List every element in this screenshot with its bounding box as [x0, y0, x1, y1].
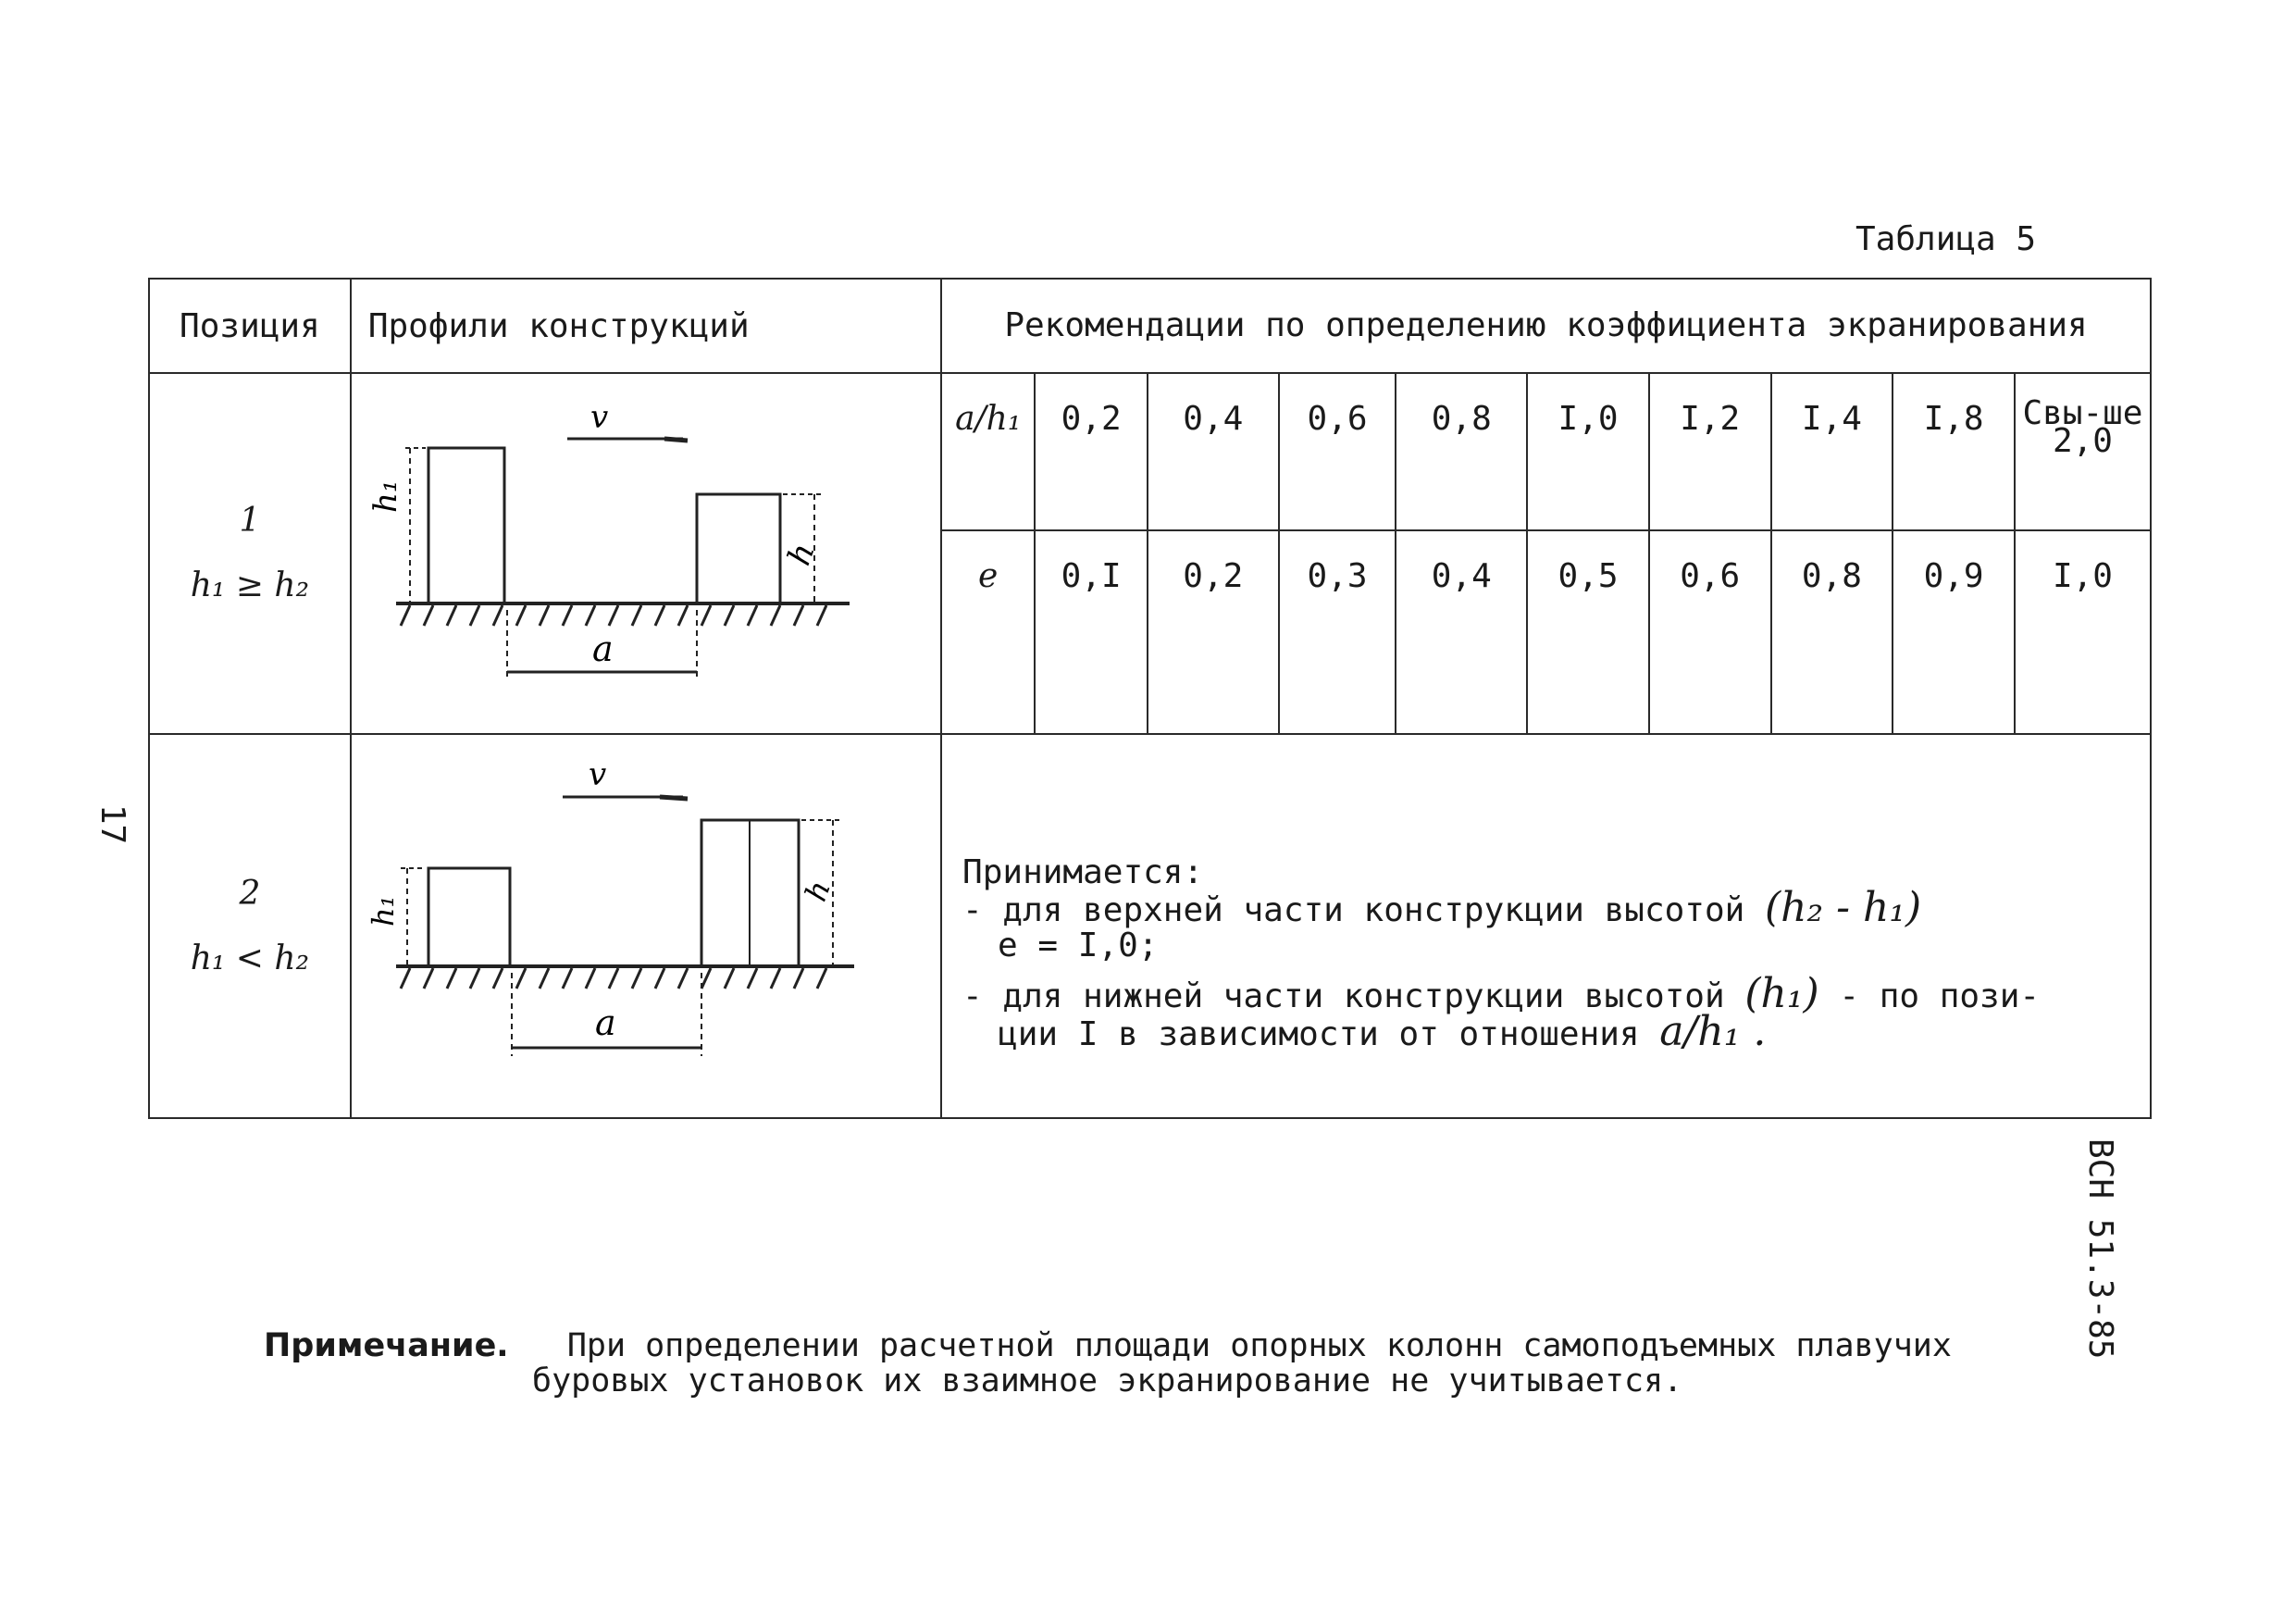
- coef-value: 0,3: [1277, 529, 1397, 735]
- rule-1: - для верхней части конструкции высотой …: [962, 888, 2149, 929]
- note-line-1: При определении расчетной площади опорны…: [566, 1327, 1952, 1364]
- coef-value: 0,5: [1526, 529, 1650, 735]
- a-label-2: a: [595, 1002, 616, 1043]
- row1-condition: h₁ ≥ h₂: [190, 566, 310, 604]
- ratio-value: 0,8: [1395, 372, 1529, 531]
- row2-condition: h₁ < h₂: [190, 939, 310, 977]
- h1-label-2: h₁: [368, 896, 401, 927]
- coef-value: 0,I: [1034, 529, 1148, 735]
- row2-position-number: 2: [239, 874, 261, 913]
- page-number: 17: [93, 803, 132, 845]
- h2-label-1: h: [781, 538, 823, 569]
- rule-1-value: e = I,0;: [998, 927, 1159, 964]
- coef-value: 0,9: [1892, 529, 2016, 735]
- table-title: Таблица 5: [1855, 220, 2037, 258]
- rule-2: - для нижней части конструкции высотой (…: [962, 974, 2149, 1015]
- rule-1-text: - для верхней части конструкции высотой: [962, 891, 1745, 929]
- row2-profile-diagram: v: [349, 733, 943, 1119]
- document-code: ВСН 51.3-85: [2081, 1138, 2119, 1360]
- velocity-label-2: v: [589, 756, 606, 793]
- ratio-value: 0,4: [1146, 372, 1280, 531]
- coef-label: e: [940, 529, 1036, 735]
- rule-intro: Принимается:: [962, 853, 1204, 891]
- header-recommendations: Рекомендации по определению коэффициента…: [940, 278, 2152, 374]
- rule-2-ratio: a/h₁ .: [1659, 1008, 1767, 1055]
- coef-value: I,0: [2013, 529, 2153, 735]
- a-label-1: a: [592, 628, 614, 669]
- row1-profile-diagram: v: [349, 372, 943, 735]
- velocity-label-1: v: [590, 399, 608, 436]
- ratio-value: I,4: [1769, 372, 1894, 531]
- coef-value: 0,4: [1395, 529, 1529, 735]
- rule-2-text: - для нижней части конструкции высотой: [962, 977, 1725, 1015]
- coef-value: 0,2: [1146, 529, 1280, 735]
- profile-diagram-1: v: [367, 399, 850, 679]
- ratio-value: I,8: [1892, 372, 2016, 531]
- h2-label-2: h: [798, 876, 838, 905]
- row1-position-number: 1: [239, 502, 261, 540]
- footnote: Примечание. При определении расчетной пл…: [264, 1328, 1952, 1399]
- h1-label-1: h₁: [368, 479, 404, 513]
- rule-2-expression: (h₁): [1744, 970, 1819, 1017]
- coef-value: 0,6: [1647, 529, 1772, 735]
- ratio-value: I,2: [1647, 372, 1772, 531]
- row2-position: 2 h₁ < h₂: [148, 733, 352, 1119]
- ratio-label: a/h₁: [940, 372, 1036, 531]
- row1-position: 1 h₁ ≥ h₂: [148, 372, 352, 735]
- rule-2-line2: ции I в зависимости от отношения a/h₁ .: [962, 1012, 2149, 1053]
- rule-2-text-end: ции I в зависимости от отношения: [998, 1015, 1640, 1053]
- note-label: Примечание.: [264, 1327, 509, 1364]
- header-position: Позиция: [148, 278, 352, 374]
- rule-2-text-cont: - по пози-: [1839, 977, 2041, 1015]
- rule-1-expression: (h₂ - h₁): [1765, 884, 1922, 931]
- note-line-2: буровых установок их взаимное экранирова…: [532, 1362, 1683, 1399]
- header-profiles: Профили конструкций: [349, 278, 943, 374]
- ratio-value: 0,6: [1277, 372, 1397, 531]
- profile-diagram-2: v: [366, 756, 854, 1056]
- coef-value: 0,8: [1769, 529, 1894, 735]
- coefficient-table: Позиция Профили конструкций Рекомендации…: [148, 278, 2153, 1119]
- ratio-value: I,0: [1526, 372, 1650, 531]
- ratio-value: Свы-ше 2,0: [2013, 372, 2153, 531]
- ratio-value: 0,2: [1034, 372, 1148, 531]
- row2-rules: Принимается: - для верхней части констру…: [940, 733, 2152, 1119]
